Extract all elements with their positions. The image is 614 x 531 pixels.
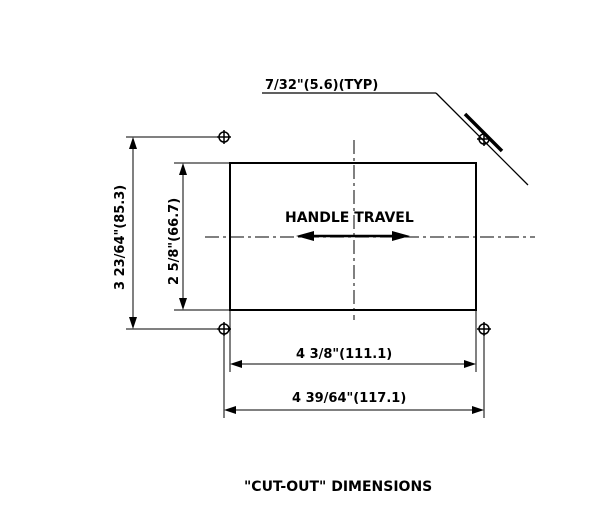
inner-height-label: 2 5/8"(66.7) [167, 198, 182, 285]
hole-callout-leader [262, 92, 529, 186]
mounting-hole-bottom-left [217, 322, 231, 336]
outer-width-label: 4 39/64"(117.1) [292, 391, 406, 406]
inner-width-dimension [230, 360, 476, 368]
handle-travel-label: HANDLE TRAVEL [285, 210, 414, 226]
hole-size-label: 7/32"(5.6)(TYP) [265, 78, 378, 93]
extension-lines-bottom [223, 310, 485, 418]
mounting-hole-bottom-right [477, 322, 491, 336]
handle-travel-arrow [296, 231, 410, 241]
outer-height-label: 3 23/64"(85.3) [113, 185, 128, 290]
cutout-rectangle [229, 162, 477, 311]
cutout-caption: "CUT-OUT" DIMENSIONS [244, 479, 432, 495]
extension-lines-left [126, 136, 230, 330]
outer-height-dimension [129, 137, 137, 329]
centerlines [205, 140, 535, 320]
mounting-holes [217, 130, 491, 336]
outer-width-dimension [224, 406, 484, 414]
mounting-hole-top-left [217, 130, 231, 144]
inner-height-dimension [179, 163, 187, 310]
inner-width-label: 4 3/8"(111.1) [296, 347, 392, 362]
